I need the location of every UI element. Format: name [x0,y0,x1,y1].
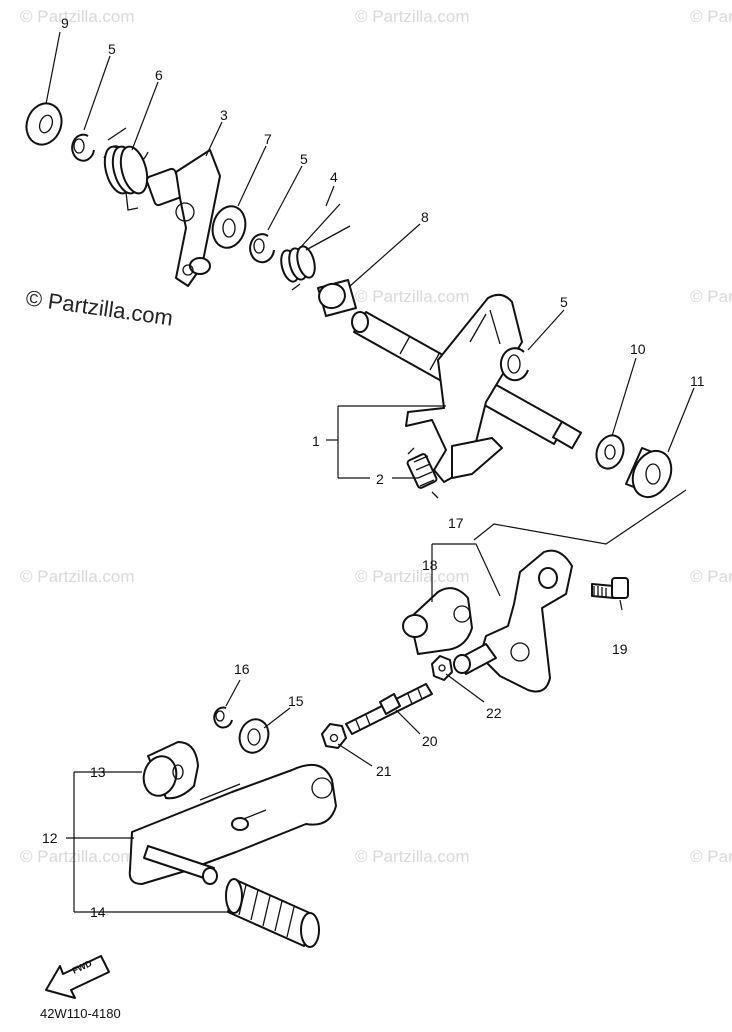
callout-2: 2 [376,471,384,487]
callout-11: 11 [690,373,705,389]
watermark: © Partzilla.com [355,567,470,586]
watermark: © Partzilla.com [690,847,732,866]
watermark: © Partzilla.com [690,7,732,26]
part-21-nut[interactable] [321,723,347,749]
callout-7: 7 [264,131,272,147]
part-18-joint[interactable] [402,587,473,655]
watermark: © Partzilla.com [20,567,135,586]
callout-13: 13 [90,764,106,780]
part-20-tie-rod[interactable] [345,683,433,735]
part-6-torsion-spring[interactable] [100,127,152,211]
part-8-collar[interactable] [316,279,357,317]
callout-21: 21 [376,763,392,779]
callout-9: 9 [61,15,69,31]
callout-5: 5 [560,294,568,310]
callout-4: 4 [330,169,338,185]
callout-14: 14 [90,904,106,920]
part-5-circlip[interactable] [249,233,275,264]
callout-15: 15 [288,693,304,709]
watermark-layer: © Partzilla.com © Partzilla.com © Partzi… [20,7,732,866]
part-17-link-assembly[interactable] [453,549,573,693]
callout-labels: 9 5 6 3 7 5 4 8 5 10 11 1 2 17 18 19 22 … [42,15,705,920]
part-12-shift-pedal[interactable] [128,763,337,885]
part-9-washer[interactable] [21,98,67,149]
part-10-washer[interactable] [592,432,628,473]
part-11-oil-seal[interactable] [625,445,679,504]
assembly-guide-line [473,489,687,545]
fwd-arrow: FWD [45,955,110,999]
part-1-shift-shaft[interactable] [351,293,583,483]
callout-5: 5 [108,41,116,57]
diagram-code: 42W110-4180 [40,1006,121,1021]
part-14-pedal-rubber[interactable] [225,878,320,948]
part-2-spring[interactable] [406,447,439,499]
callout-8: 8 [421,209,429,225]
callout-5: 5 [300,151,308,167]
watermark: © Partzilla.com [20,847,135,866]
watermark: © Partzilla.com [690,287,732,306]
callout-19: 19 [612,641,628,657]
callout-16: 16 [234,661,250,677]
callout-12: 12 [42,830,58,846]
part-13-bushing[interactable] [139,741,199,800]
watermark: © Partzilla.com [355,7,470,26]
part-5-circlip[interactable] [499,347,529,382]
part-16-circlip[interactable] [213,706,233,729]
part-5-circlip[interactable] [71,133,95,162]
callout-20: 20 [422,733,438,749]
watermark: © Partzilla.com [355,287,470,306]
watermark: © Partzilla.com [690,567,732,586]
callout-18: 18 [422,557,438,573]
part-19-bolt[interactable] [591,577,629,599]
callout-3: 3 [220,107,228,123]
part-7-washer[interactable] [208,203,250,252]
part-4-return-spring[interactable] [278,203,351,291]
part-3-shift-arm[interactable] [145,149,221,287]
callout-10: 10 [630,341,646,357]
leader-lines [45,31,695,913]
watermark-main: © Partzilla.com [24,285,174,330]
callout-22: 22 [486,705,502,721]
watermark: © Partzilla.com [20,7,135,26]
callout-6: 6 [155,67,163,83]
part-15-washer[interactable] [235,715,273,757]
callout-1: 1 [312,433,320,449]
callout-17: 17 [448,515,464,531]
watermark: © Partzilla.com [355,847,470,866]
